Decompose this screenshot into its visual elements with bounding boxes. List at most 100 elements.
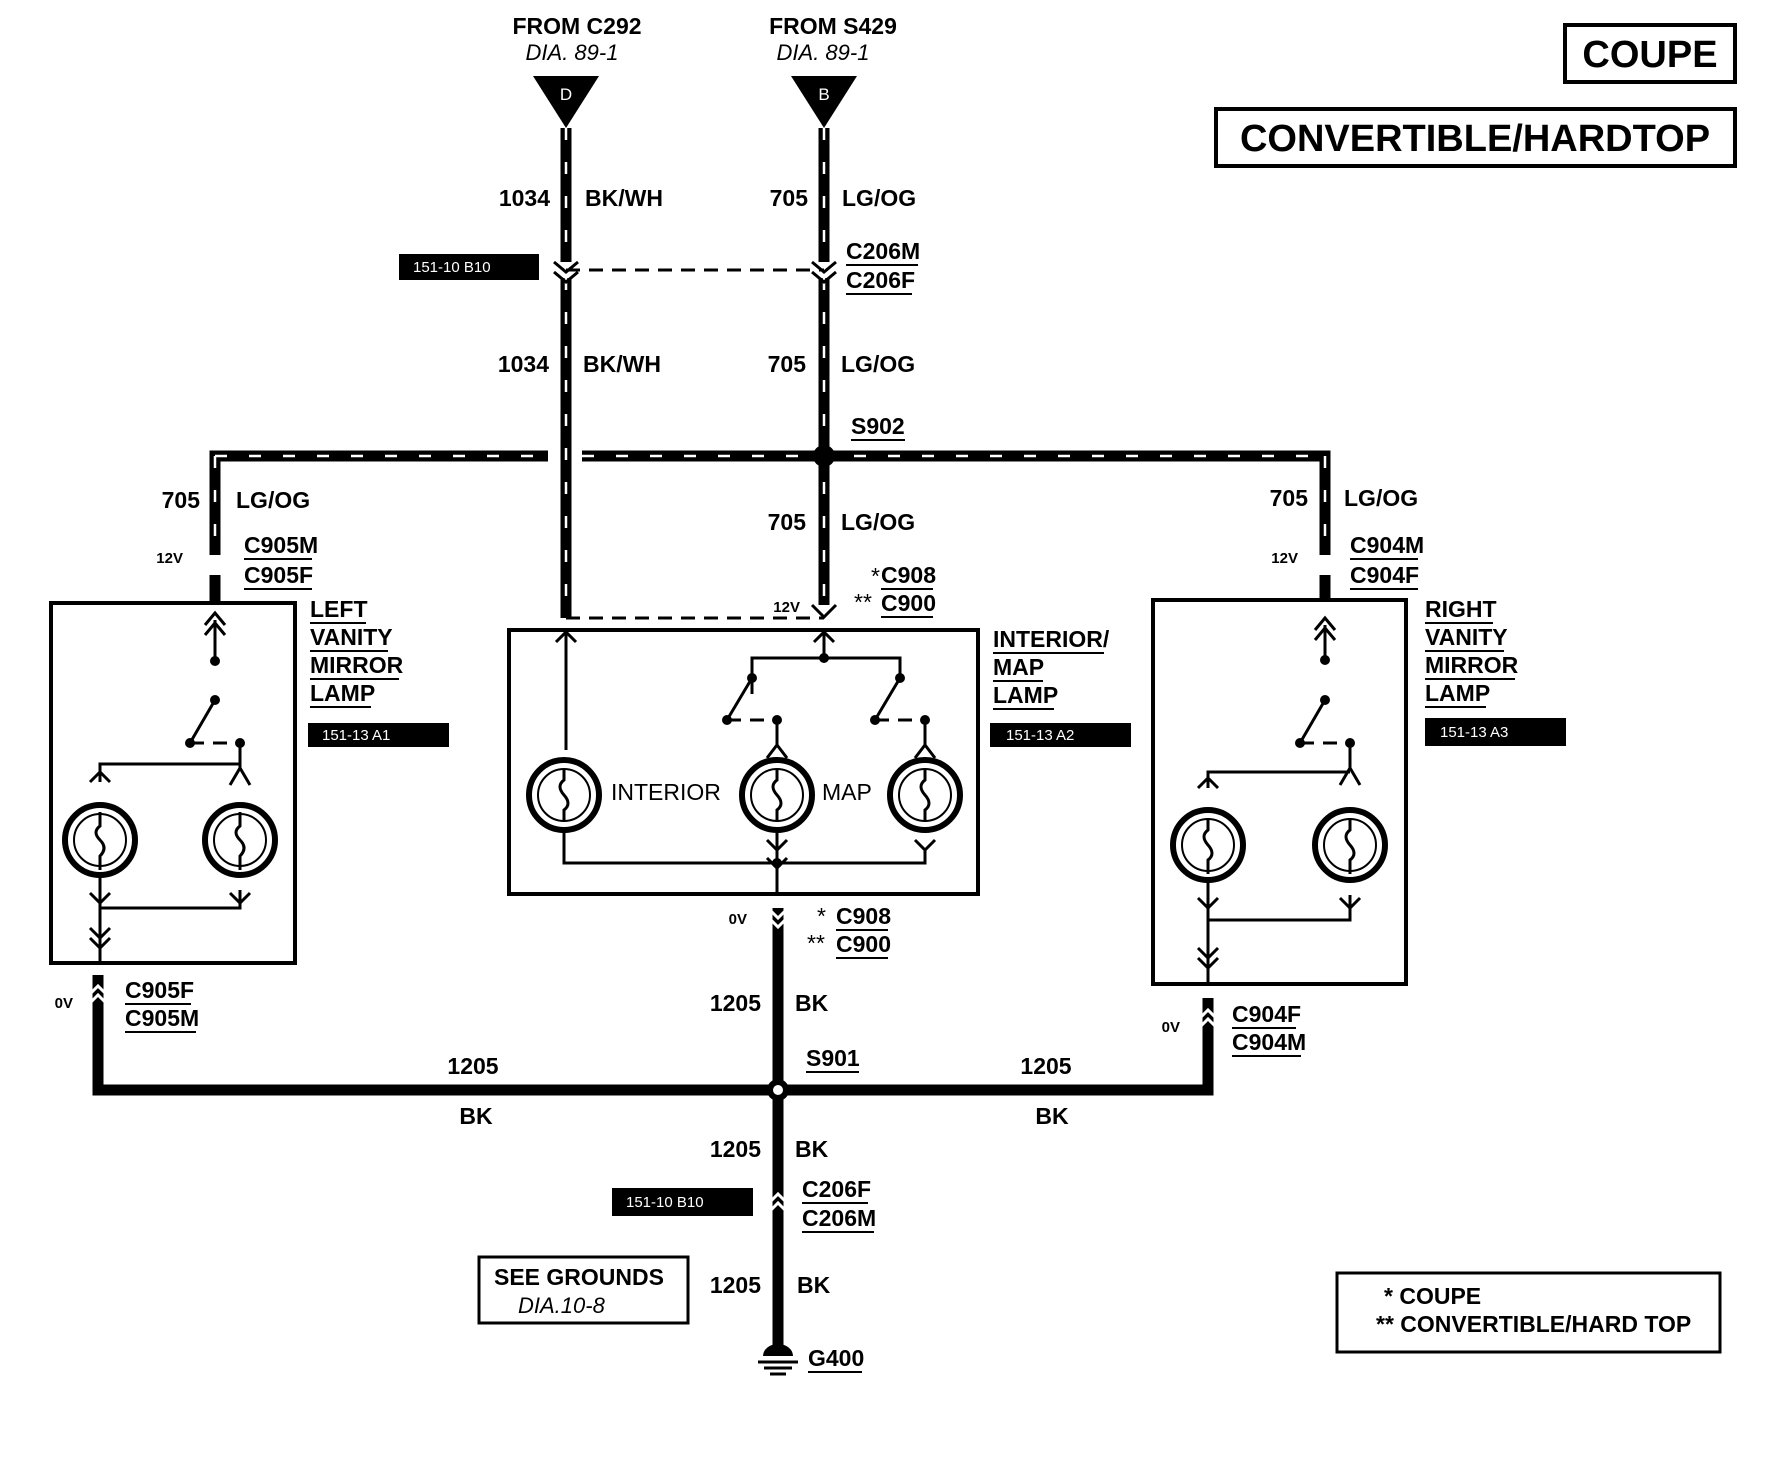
c908-top-label: C908 [881,562,936,588]
svg-text:151-13 A1: 151-13 A1 [322,727,390,744]
right-lamp-line2: VANITY [1425,624,1508,650]
wire-color-lgog-left: LG/OG [236,487,310,513]
wire-label-1205-right: 1205 [1020,1053,1071,1079]
map-bulb-label: MAP [822,779,872,805]
center-lamp-line3: LAMP [993,682,1058,708]
c206-bottom-connector [764,1191,792,1217]
see-grounds-ref: DIA.10-8 [518,1293,606,1318]
wire-label-705-right: 705 [1270,485,1309,511]
wire-color-bk-left: BK [459,1103,493,1129]
source-c292-ref: DIA. 89-1 [526,40,619,65]
ref-151-10-b10-bottom [612,1188,753,1216]
legend-box: * COUPE ** CONVERTIBLE/HARD TOP [1335,1271,1722,1354]
center-voltage-12v: 12V [773,599,800,616]
wire-label-1205-left: 1205 [447,1053,498,1079]
c908-bottom-label: C908 [836,903,891,929]
wire-label-1034-mid: 1034 [498,351,549,377]
splice-s902-dot [813,445,835,467]
left-lamp-line3: MIRROR [310,652,404,678]
see-grounds-title: SEE GROUNDS [494,1264,664,1290]
interior-bulb-label: INTERIOR [611,779,721,805]
legend-line1: * COUPE [1384,1283,1481,1309]
ref-151-13-a2 [990,723,1131,747]
see-grounds-box: SEE GROUNDS DIA.10-8 [477,1255,690,1325]
legend-line2: ** CONVERTIBLE/HARD TOP [1376,1311,1691,1337]
c905f-bottom-label: C905F [125,977,194,1003]
wire-color-lgog-top: LG/OG [842,185,916,211]
center-top-star1: * [871,563,880,589]
center-voltage-0v: 0V [729,911,747,928]
c206m-bottom-label: C206M [802,1205,876,1231]
c905f-top-label: C905F [244,562,313,588]
svg-text:151-10 B10: 151-10 B10 [626,1194,704,1211]
center-lamp-line2: MAP [993,654,1044,680]
source-c292-pin: D [560,85,572,104]
left-lamp-line4: LAMP [310,680,375,706]
right-lamp-line1: RIGHT [1425,596,1497,622]
left-lamp-line1: LEFT [310,596,368,622]
wire-label-1205-lower: 1205 [710,1136,761,1162]
svg-text:151-13 A2: 151-13 A2 [1006,727,1074,744]
left-lamp-line2: VANITY [310,624,393,650]
source-s429-ref: DIA. 89-1 [777,40,870,65]
wire-label-1205-bottom: 1205 [710,1272,761,1298]
wire-color-bkwh-mid: BK/WH [583,351,661,377]
splice-s901-label: S901 [806,1045,860,1071]
c900-bottom-label: C900 [836,931,891,957]
c905m-bottom-label: C905M [125,1005,199,1031]
center-lamp-line1: INTERIOR/ [993,626,1110,652]
source-s429-arrow [791,76,857,128]
wire-color-bk-bottom: BK [797,1272,831,1298]
c904m-top-label: C904M [1350,532,1424,558]
source-c292-arrow [533,76,599,128]
c206f-bottom-label: C206F [802,1176,871,1202]
svg-text:151-13 A3: 151-13 A3 [1440,724,1508,741]
wire-1205 [92,908,1214,1345]
c206f-top-label: C206F [846,267,915,293]
interior-map-lamp [507,628,980,896]
wire-color-bk-center: BK [795,990,829,1016]
wire-label-1034-top: 1034 [499,185,550,211]
wire-label-1205-center: 1205 [710,990,761,1016]
wire-color-lgog-right: LG/OG [1344,485,1418,511]
splice-s902-label: S902 [851,413,905,439]
right-voltage-12v: 12V [1271,550,1298,567]
wire-color-bk-lower: BK [795,1136,829,1162]
source-s429-pin: B [818,85,829,104]
ref-151-13-a3 [1425,718,1566,746]
wire-705-horizontal [209,450,1331,555]
c905m-top-label: C905M [244,532,318,558]
c904f-top-label: C904F [1350,562,1419,588]
left-vanity-mirror-lamp [49,601,297,965]
c904f-bottom-label: C904F [1232,1001,1301,1027]
coupe-tag: COUPE [1563,23,1737,84]
wire-color-bk-right: BK [1035,1103,1069,1129]
convertible-tag: CONVERTIBLE/HARDTOP [1214,107,1737,168]
right-lamp-line3: MIRROR [1425,652,1519,678]
c900-top-label: C900 [881,590,936,616]
center-top-star2: ** [854,589,872,615]
wire-color-lgog-center: LG/OG [841,509,915,535]
svg-text:151-10 B10: 151-10 B10 [413,259,491,276]
center-bottom-star2: ** [807,930,825,956]
c206-top-connector-right [811,260,837,284]
wire-color-lgog-mid: LG/OG [841,351,915,377]
c904-top-connector [1312,551,1338,574]
left-voltage-12v: 12V [156,550,183,567]
ground-g400-label: G400 [808,1345,864,1371]
c206m-top-label: C206M [846,238,920,264]
center-bottom-star1: * [817,903,826,929]
right-voltage-0v: 0V [1162,1019,1180,1036]
ref-151-10-b10-top [399,254,539,280]
wire-label-705-mid: 705 [768,351,807,377]
coupe-tag-label: COUPE [1582,34,1717,76]
c206-top-connector-left [553,260,579,284]
wire-label-705-center: 705 [768,509,807,535]
right-vanity-mirror-lamp [1151,598,1408,986]
source-c292-title: FROM C292 [512,13,641,39]
c905-top-connector [202,551,228,574]
source-s429-title: FROM S429 [769,13,897,39]
c904m-bottom-label: C904M [1232,1029,1306,1055]
ground-g400-symbol [758,1344,798,1376]
